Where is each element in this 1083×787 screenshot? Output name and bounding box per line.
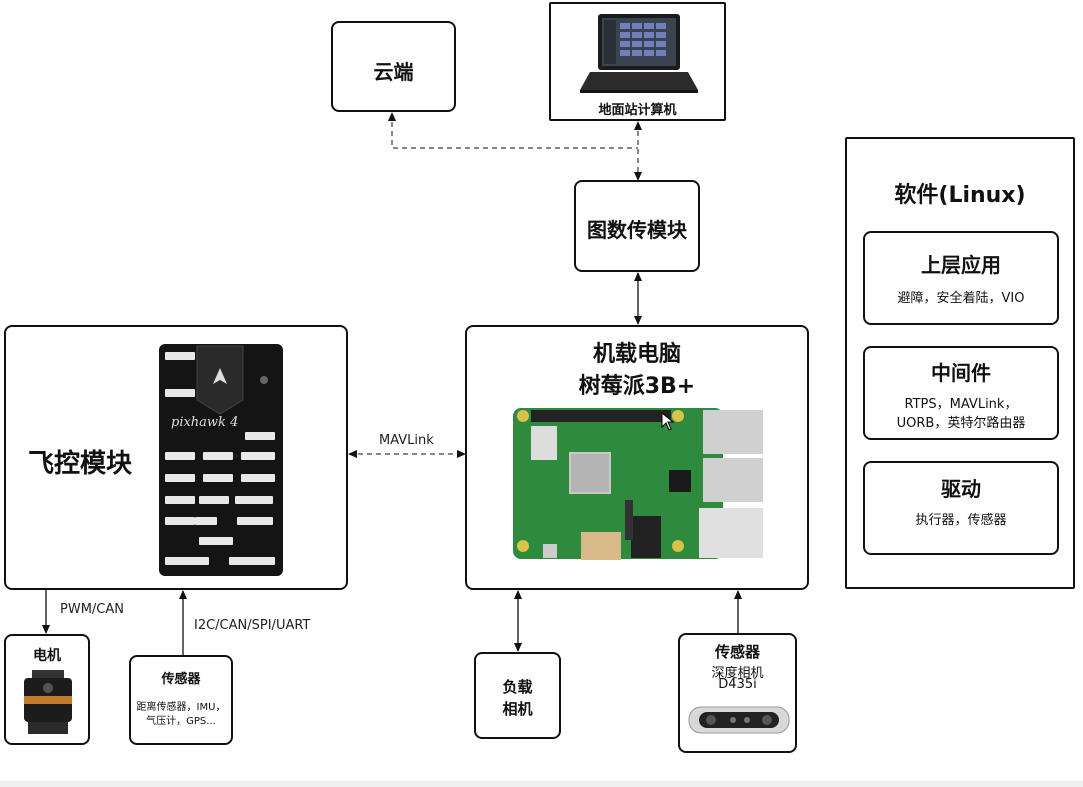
flight-controller-node: 飞控模块 pixhawk 4 [4,325,348,590]
layer-middleware-desc2: UORB，英特尔路由器 [896,416,1026,431]
onboard-title: 机载电脑 [592,342,681,367]
software-title: 软件(Linux) [894,183,1026,208]
onboard-computer-node: 机载电脑 树莓派3B+ [465,325,809,590]
mavlink-label: MAVLink [379,433,434,448]
raspberry-pi-board-image [513,408,763,560]
motor-node: 电机 [4,634,90,745]
cursor-icon [661,412,675,431]
layer-middleware: 中间件 RTPS，MAVLink， UORB，英特尔路由器 [863,346,1059,440]
motor-image [24,670,72,734]
ground-station-label: 地面站计算机 [598,103,677,118]
cloud-label: 云端 [373,60,414,84]
motor-label: 电机 [33,648,61,664]
payload-camera-node: 负载 相机 [474,652,561,739]
pixhawk-brand: pixhawk 4 [171,415,238,430]
pixhawk-board-image: pixhawk 4 [159,344,283,576]
datalink-label: 图数传模块 [587,218,687,242]
sensor-right-title: 传感器 [714,643,760,661]
layer-middleware-desc1: RTPS，MAVLink， [904,397,1018,412]
layer-driver-title: 驱动 [941,477,981,501]
layer-middleware-title: 中间件 [931,361,991,385]
sensor-left-desc2: 气压计，GPS... [146,716,216,727]
sensor-left-node: 传感器 距离传感器，IMU， 气压计，GPS... [129,655,233,745]
depth-camera-image [688,706,790,734]
sensor-left-desc1: 距离传感器，IMU， [136,702,226,713]
ground-station-node: 地面站计算机 [549,2,726,121]
cloud-link-line [388,112,638,149]
layer-app-title: 上层应用 [921,253,1001,277]
bottom-bar [0,781,1083,787]
sensor-right-node: 传感器 深度相机 D435i [678,633,797,753]
payload-line2: 相机 [502,700,533,718]
pwm-can-label: PWM/CAN [60,602,124,617]
layer-driver-desc: 执行器，传感器 [915,513,1007,528]
onboard-subtitle: 树莓派3B+ [578,374,696,399]
layer-driver: 驱动 执行器，传感器 [863,461,1059,555]
software-panel: 软件(Linux) 上层应用 避障，安全着陆，VIO 中间件 RTPS，MAVL… [845,137,1075,589]
payload-line1: 负载 [502,678,533,696]
i2c-label: I2C/CAN/SPI/UART [194,618,311,633]
layer-app-desc: 避障，安全着陆，VIO [897,291,1025,306]
sensor-left-title: 传感器 [161,672,201,687]
sensor-right-desc2: D435i [718,677,757,692]
laptop-icon [580,14,698,93]
layer-app: 上层应用 避障，安全着陆，VIO [863,231,1059,325]
fc-title: 飞控模块 [28,449,133,479]
cloud-node: 云端 [331,21,456,112]
sensor-right-desc1: 深度相机 [711,666,764,681]
datalink-node: 图数传模块 [574,180,700,272]
